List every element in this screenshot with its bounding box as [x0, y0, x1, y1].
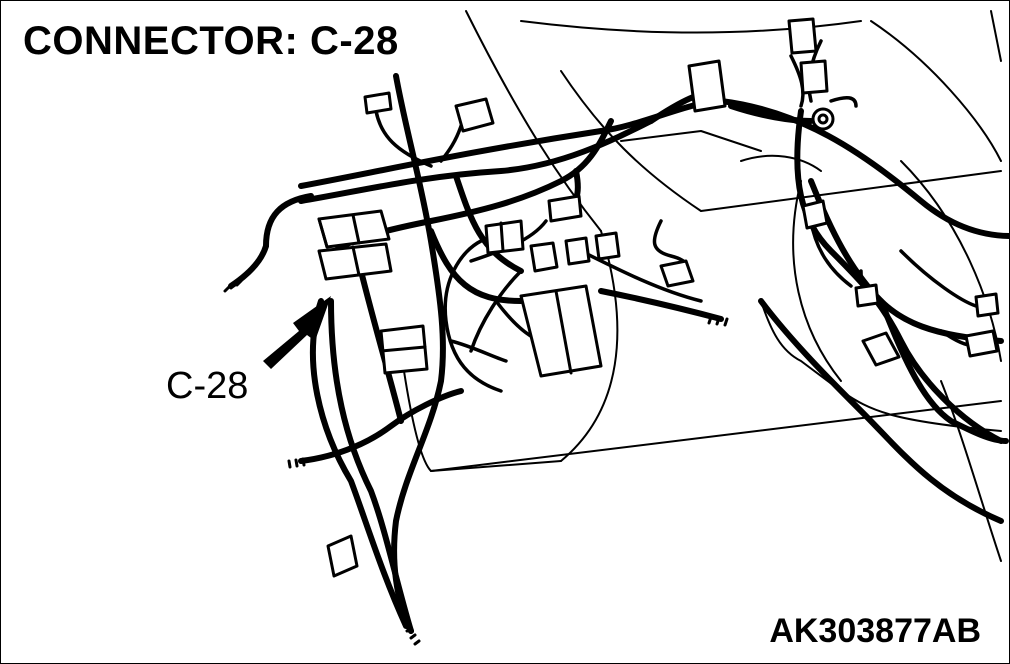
- connector-small-6: [974, 292, 1000, 318]
- connector-small-4: [861, 331, 901, 367]
- connectors: [317, 17, 1000, 578]
- branch-wires: [374, 39, 978, 393]
- connector-callout-label: C-28: [166, 365, 249, 407]
- connector-mid-4: [564, 236, 591, 266]
- wire-end-ticks: [223, 279, 729, 646]
- connector-mid-2: [484, 219, 525, 255]
- relay-box: [519, 284, 603, 378]
- connector-mid-6: [547, 194, 583, 223]
- figure-code: AK303877AB: [769, 612, 981, 650]
- connector-top-3: [687, 59, 727, 113]
- connector-mid-3: [529, 241, 559, 273]
- connector-small-1: [659, 259, 695, 288]
- connector-top-5: [799, 59, 829, 95]
- diagram-title: CONNECTOR: C-28: [23, 19, 399, 63]
- dashboard-outline: [400, 10, 1002, 562]
- connector-small-3: [854, 283, 880, 308]
- connector-top-2: [454, 97, 495, 133]
- connector-small-2: [801, 199, 829, 230]
- connector-mid-5: [594, 231, 621, 261]
- connector-small-5: [964, 329, 999, 358]
- connector-top-1: [363, 91, 393, 115]
- connector-bottom-1: [326, 534, 359, 578]
- connector-top-4: [787, 17, 818, 55]
- callout-arrow-icon: [263, 296, 331, 369]
